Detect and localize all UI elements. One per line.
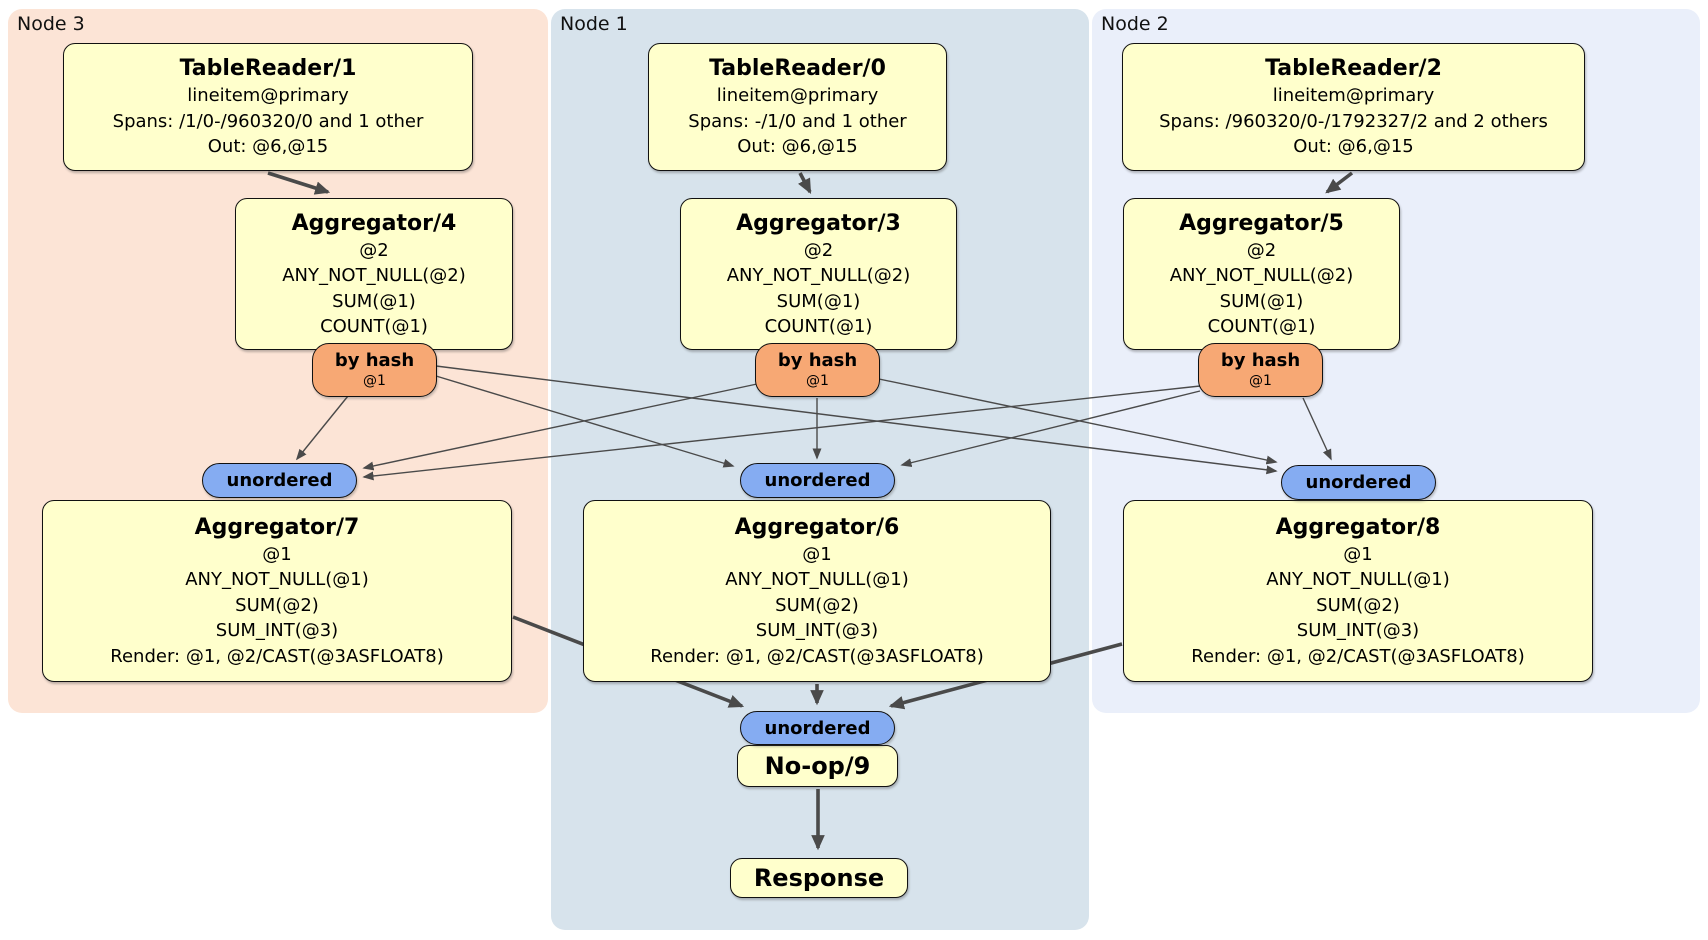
node-response: Response [730,858,908,898]
node-detail-line: ANY_NOT_NULL(@1) [185,569,369,591]
node-title: Aggregator/7 [194,514,360,540]
node-aggregator-4: Aggregator/4 @2 ANY_NOT_NULL(@2) SUM(@1)… [235,198,513,350]
edge [362,383,758,471]
node-title: TableReader/1 [179,56,357,82]
node-title: Aggregator/5 [1179,210,1344,236]
sync-label: unordered [1305,472,1412,493]
node-title: Aggregator/6 [734,514,900,540]
node-detail-line: ANY_NOT_NULL(@1) [725,569,909,591]
sync-unordered-9: unordered [740,711,895,745]
node-detail-line: Spans: /960320/0-/1792327/2 and 2 others [1159,110,1548,132]
node-noop-9: No-op/9 [737,745,898,787]
node-tablereader-0: TableReader/0 lineitem@primary Spans: -/… [648,43,947,171]
node-detail-line: Spans: -/1/0 and 1 other [688,110,907,132]
router-detail: @1 [1249,373,1272,389]
edge [362,385,1201,481]
node-detail-line: SUM_INT(@3) [215,620,339,642]
node-detail-line: COUNT(@1) [320,316,428,337]
node-title: TableReader/2 [1265,56,1442,82]
node-aggregator-6: Aggregator/6 @1 ANY_NOT_NULL(@1) SUM(@2)… [583,500,1051,682]
node-detail-line: @1 [1343,543,1373,565]
edge [295,395,349,461]
node-detail-line: SUM_INT(@3) [755,620,879,642]
node-detail-line: Out: @6,@15 [1293,136,1414,158]
node-title: Response [753,864,885,892]
router-by-hash-4: by hash @1 [312,343,437,397]
node-detail-line: lineitem@primary [187,85,349,107]
edge [900,390,1201,468]
router-detail: @1 [363,373,386,389]
node-detail-line: Render: @1, @2/CAST(@3ASFLOAT8) [110,645,444,667]
sync-label: unordered [226,470,333,491]
node-detail-line: ANY_NOT_NULL(@2) [282,265,466,286]
edge [878,378,1278,465]
node-detail-line: COUNT(@1) [1207,316,1316,337]
node-aggregator-3: Aggregator/3 @2 ANY_NOT_NULL(@2) SUM(@1)… [680,198,957,350]
sync-unordered-8: unordered [1281,465,1436,500]
edge [1302,397,1332,461]
sync-label: unordered [764,717,871,739]
node-region-label: Node 2 [1101,13,1169,35]
node-detail-line: @1 [802,543,832,565]
edge [435,365,1278,475]
node-region-label: Node 1 [560,13,628,35]
node-tablereader-1: TableReader/1 lineitem@primary Spans: /1… [63,43,473,171]
node-region-label: Node 3 [17,13,85,35]
node-title: Aggregator/8 [1275,514,1441,540]
node-detail-line: Out: @6,@15 [737,136,858,158]
node-detail-line: SUM(@1) [776,290,861,312]
node-detail-line: Render: @1, @2/CAST(@3ASFLOAT8) [650,645,984,667]
node-aggregator-7: Aggregator/7 @1 ANY_NOT_NULL(@1) SUM(@2)… [42,500,512,682]
node-detail-line: SUM_INT(@3) [1296,620,1420,642]
node-detail-line: Out: @6,@15 [207,136,329,158]
node-detail-line: @2 [359,239,389,261]
node-title: Aggregator/3 [736,210,901,236]
edge [1325,171,1354,194]
node-detail-line: @2 [1246,239,1277,261]
sync-label: unordered [764,470,871,491]
edge [267,171,331,195]
node-detail-line: ANY_NOT_NULL(@1) [1266,569,1450,591]
node-aggregator-8: Aggregator/8 @1 ANY_NOT_NULL(@1) SUM(@2)… [1123,500,1593,682]
router-label: by hash [334,350,415,371]
node-title: No-op/9 [764,752,871,780]
node-detail-line: @1 [262,543,292,565]
router-detail: @1 [806,373,829,389]
node-detail-line: COUNT(@1) [764,316,873,337]
router-by-hash-3: by hash @1 [755,343,880,397]
node-tablereader-2: TableReader/2 lineitem@primary Spans: /9… [1122,43,1585,171]
node-aggregator-5: Aggregator/5 @2 ANY_NOT_NULL(@2) SUM(@1)… [1123,198,1400,350]
node-detail-line: lineitem@primary [1272,85,1435,107]
node-detail-line: SUM(@1) [1219,290,1304,312]
node-detail-line: SUM(@2) [1316,594,1400,616]
sync-unordered-6: unordered [740,463,895,498]
sync-unordered-7: unordered [202,463,357,498]
node-detail-line: SUM(@1) [332,290,416,312]
router-label: by hash [777,350,858,371]
node-detail-line: ANY_NOT_NULL(@2) [726,265,911,286]
node-detail-line: Spans: /1/0-/960320/0 and 1 other [112,110,424,132]
node-detail-line: Render: @1, @2/CAST(@3ASFLOAT8) [1191,645,1525,667]
node-detail-line: lineitem@primary [716,85,879,107]
node-detail-line: @2 [803,239,834,261]
edge [797,172,812,195]
router-by-hash-5: by hash @1 [1198,343,1323,397]
node-title: TableReader/0 [709,56,886,82]
node-detail-line: ANY_NOT_NULL(@2) [1169,265,1354,286]
node-detail-line: SUM(@2) [775,594,859,616]
router-label: by hash [1220,350,1301,371]
node-title: Aggregator/4 [291,210,457,236]
node-detail-line: SUM(@2) [235,594,319,616]
